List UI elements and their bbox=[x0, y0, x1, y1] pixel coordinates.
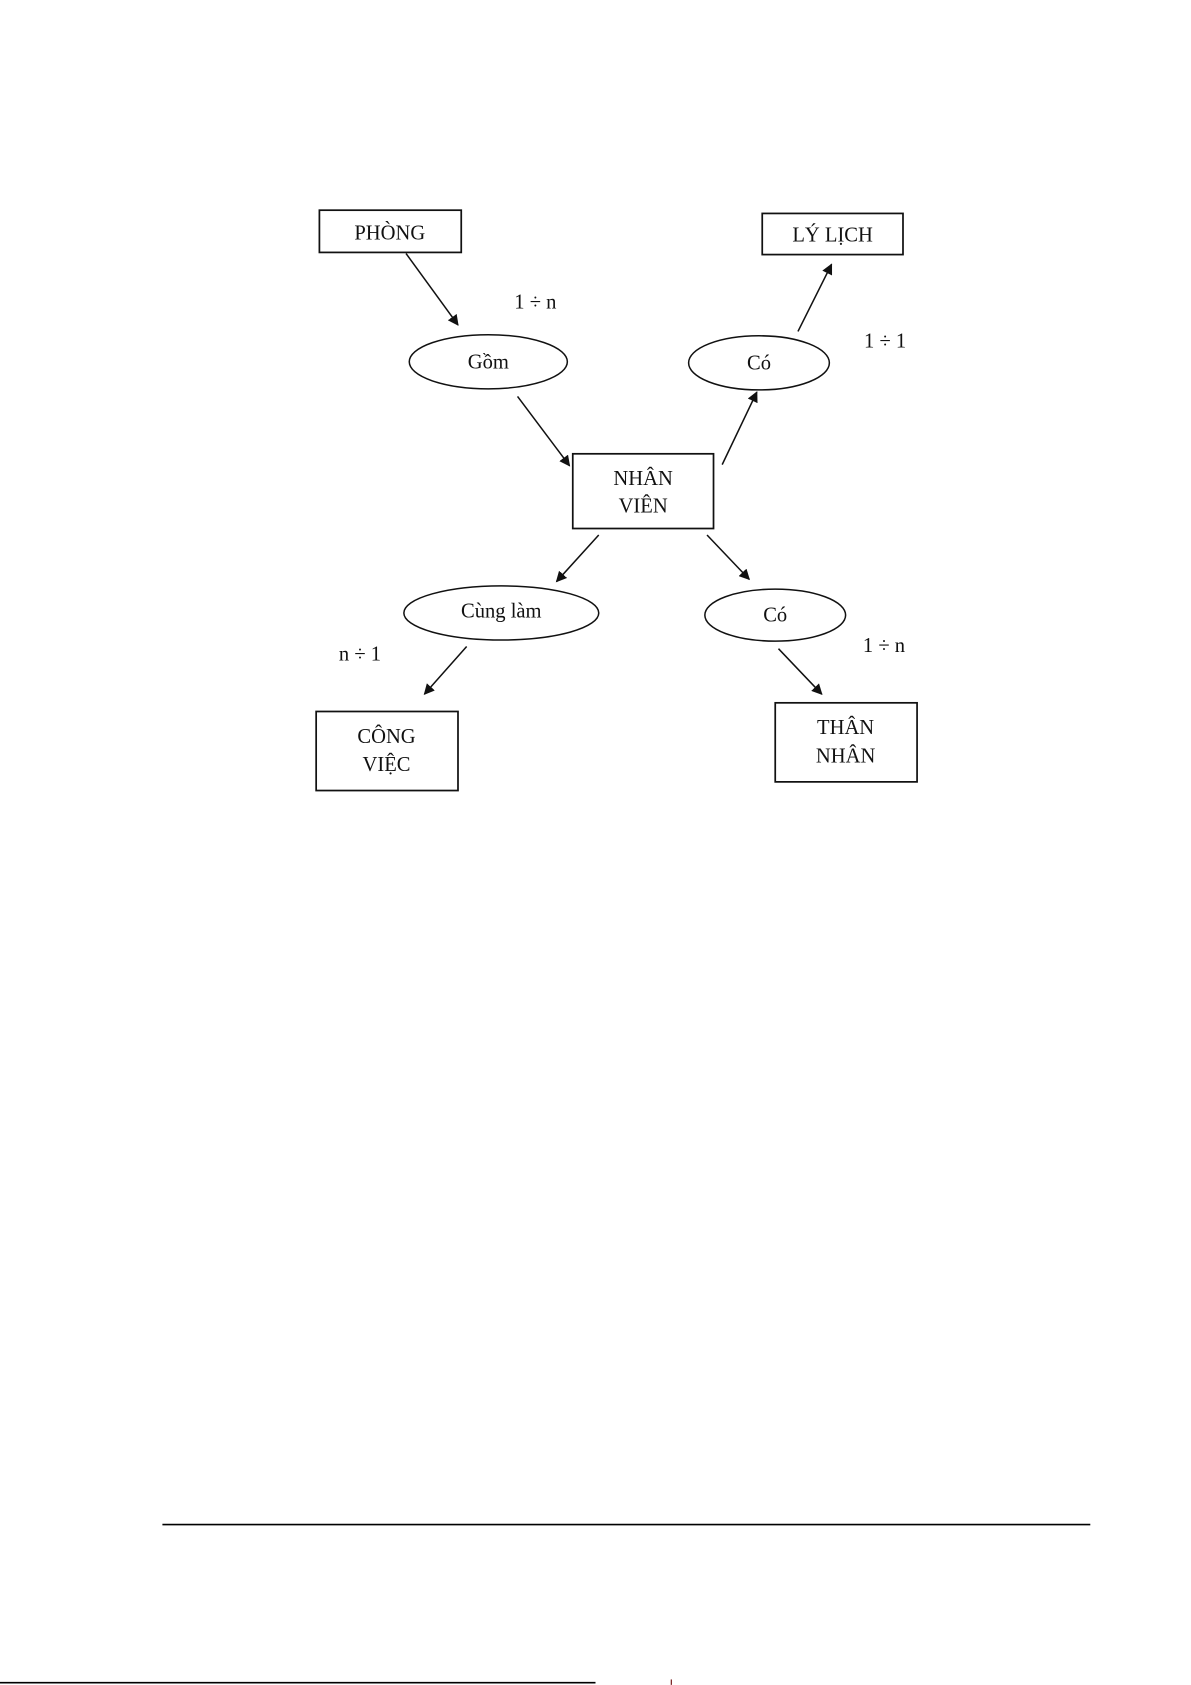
relationship-co-than-nhan-label: Có bbox=[763, 605, 787, 627]
entity-nhan-vien-line2: VIÊN bbox=[619, 494, 668, 517]
cardinality-co-ly-lich: 1 ÷ 1 bbox=[864, 331, 906, 353]
cardinality-gom: 1 ÷ n bbox=[514, 292, 556, 314]
edge-nhanvien-co2 bbox=[706, 534, 750, 581]
relationship-co-ly-lich: Có bbox=[687, 335, 831, 391]
edge-co2-thannhan bbox=[777, 648, 823, 695]
relationship-co-ly-lich-label: Có bbox=[747, 352, 771, 374]
entity-cong-viec-line2: VIỆC bbox=[363, 753, 411, 776]
entity-phong: PHÒNG bbox=[318, 209, 463, 254]
edge-cunglam-congviec bbox=[423, 646, 468, 695]
edge-phong-gom bbox=[405, 253, 459, 326]
cardinality-co-than-nhan: 1 ÷ n bbox=[863, 635, 905, 657]
relationship-cung-lam-label: Cùng làm bbox=[461, 600, 542, 622]
entity-cong-viec: CÔNG VIỆC bbox=[315, 710, 459, 792]
edge-nhanvien-cunglam bbox=[555, 534, 600, 583]
entity-phong-label: PHÒNG bbox=[354, 220, 425, 244]
entity-than-nhan-line2: NHÂN bbox=[816, 744, 876, 767]
relationship-gom-label: Gồm bbox=[468, 351, 509, 373]
entity-cong-viec-line1: CÔNG bbox=[357, 724, 415, 748]
entity-ly-lich-label: LÝ LỊCH bbox=[792, 224, 873, 247]
entity-nhan-vien-line1: NHÂN bbox=[613, 467, 673, 490]
relationship-cung-lam: Cùng làm bbox=[403, 585, 600, 641]
cardinality-cung-lam: n ÷ 1 bbox=[339, 644, 381, 666]
entity-than-nhan-line1: THÂN bbox=[817, 716, 874, 739]
edge-gom-nhanvien bbox=[516, 395, 571, 467]
edge-nhanvien-co bbox=[721, 391, 758, 465]
entity-than-nhan: THÂN NHÂN bbox=[774, 701, 918, 783]
relationship-co-than-nhan: Có bbox=[704, 588, 847, 642]
entity-ly-lich: LÝ LỊCH bbox=[761, 212, 904, 256]
relationship-gom: Gồm bbox=[408, 333, 569, 390]
entity-nhan-vien: NHÂN VIÊN bbox=[571, 452, 715, 530]
edge-co-lylich bbox=[797, 263, 833, 332]
